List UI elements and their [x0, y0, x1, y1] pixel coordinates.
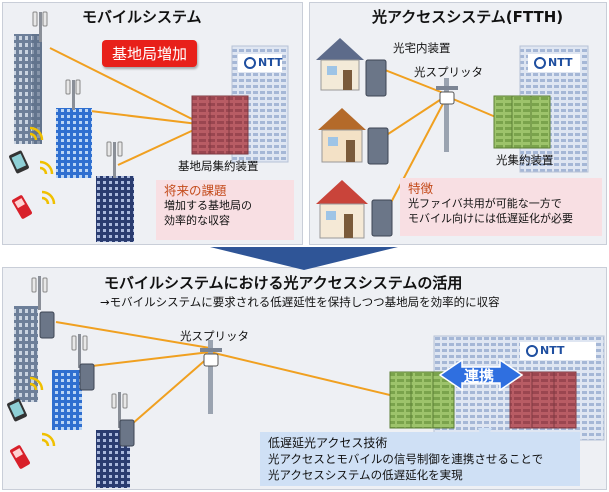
future-issue-heading: 将来の課題 — [164, 183, 227, 198]
house-1-icon — [316, 38, 364, 91]
base-station-antenna-icon — [111, 392, 128, 428]
base-station-antenna-icon — [71, 334, 88, 368]
ntt-logo: NTT — [548, 56, 573, 69]
house-2-icon — [318, 108, 366, 163]
onu-device-icon — [365, 59, 387, 97]
low-latency-tech-line-2: 光アクセスシステムの低遅延化を実現 — [268, 468, 463, 482]
building-navy — [96, 176, 134, 242]
base-station-antenna-icon — [32, 11, 48, 42]
optical-splitter-pole-icon — [200, 340, 222, 414]
fiber-lines-mobile — [49, 47, 199, 166]
combined-splitter-label: 光スプリッタ — [180, 329, 249, 343]
bbu-aggregator-rack — [509, 371, 577, 429]
building-blue — [56, 108, 92, 178]
combined-subtitle: →モバイルシステムに要求される低遅延性を保持しつつ基地局を効率的に収容 — [100, 295, 500, 309]
onu-device-icon — [367, 127, 389, 165]
feature-heading: 特徴 — [408, 181, 434, 196]
onu-label: 光宅内装置 — [393, 41, 451, 55]
flip-phone-icon — [12, 195, 32, 219]
future-issue-line-1: 増加する基地局の — [164, 199, 252, 212]
house-3-icon — [316, 180, 368, 239]
building-skyscraper-1 — [14, 34, 42, 144]
combined-title: モバイルシステムにおける光アクセスシステムの活用 — [104, 274, 463, 292]
low-latency-tech-note: 低遅延光アクセス技術 光アクセスとモバイルの信号制御を連携させることで 光アクセ… — [260, 432, 580, 486]
olt-aggregator-rack — [389, 371, 455, 429]
onu-device-icon — [371, 199, 393, 237]
base-station-increase-badge: 基地局増加 — [102, 40, 198, 67]
building-blue — [52, 370, 82, 430]
bidirectional-arrow-icon — [438, 358, 524, 392]
onu-device-icon — [39, 311, 55, 339]
wifi-signal-icon — [29, 126, 56, 205]
ntt-logo: NTT — [258, 56, 283, 69]
smartphone-icon — [9, 150, 29, 174]
ftth-splitter-label: 光スプリッタ — [414, 65, 483, 79]
future-issue-note: 将来の課題 増加する基地局の 効率的な収容 — [156, 180, 294, 240]
onu-device-icon — [79, 363, 95, 391]
low-latency-tech-heading: 低遅延光アクセス技術 — [268, 436, 388, 450]
bbu-aggregator-rack — [191, 95, 249, 155]
ntt-building — [519, 45, 589, 173]
base-station-antenna-icon — [31, 276, 48, 310]
base-station-antenna-icon — [65, 79, 81, 110]
cooperation-label: 連携 — [464, 367, 495, 385]
olt-aggregator-rack — [493, 95, 551, 149]
feature-note: 特徴 光ファイバ共用が可能な一方で モバイル向けには低遅延化が必要 — [400, 178, 602, 236]
mobile-system-title: モバイルシステム — [82, 8, 202, 26]
low-latency-tech-line-1: 光アクセスとモバイルの信号制御を連携させることで — [268, 452, 544, 466]
ftth-title: 光アクセスシステム(FTTH) — [372, 8, 564, 26]
ntt-logo: NTT — [540, 344, 565, 357]
onu-device-icon — [119, 419, 135, 447]
future-issue-line-2: 効率的な収容 — [164, 214, 230, 227]
smartphone-icon — [7, 398, 27, 422]
bbu-label: 基地局集約装置 — [178, 159, 259, 173]
optical-splitter-pole-icon — [436, 78, 458, 152]
feature-line-1: 光ファイバ共用が可能な一方で — [408, 197, 562, 210]
base-station-antenna-icon — [106, 141, 123, 178]
feature-line-2: モバイル向けには低遅延化が必要 — [408, 212, 573, 225]
flip-phone-icon — [10, 445, 30, 469]
fiber-lines-combined — [55, 321, 395, 425]
down-arrow-icon — [210, 247, 398, 270]
olt-label: 光集約装置 — [496, 153, 554, 167]
fiber-lines-ftth — [379, 67, 499, 213]
wifi-signal-icon — [29, 376, 56, 447]
